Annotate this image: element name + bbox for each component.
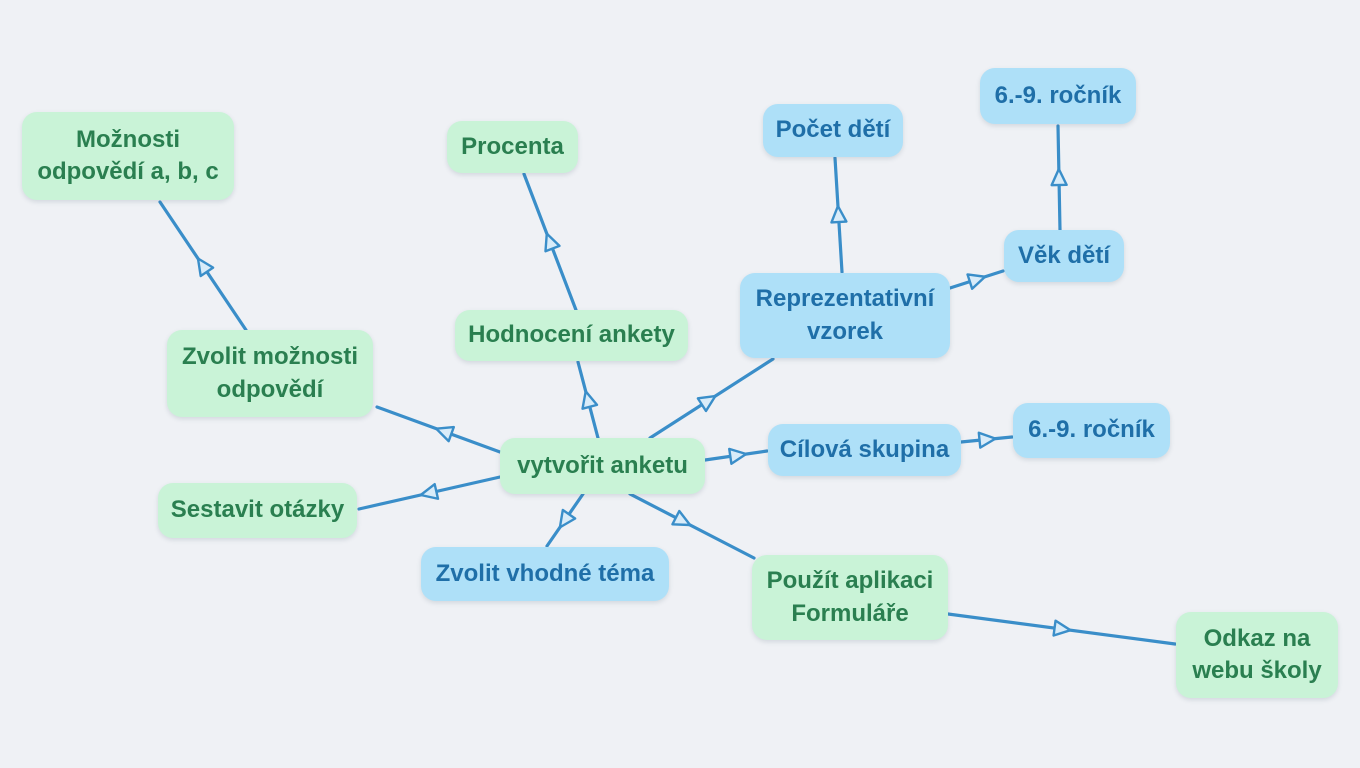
node-odkaz-web[interactable]: Odkaz na webu školy (1176, 612, 1338, 698)
node-label-line: Zvolit vhodné téma (435, 559, 655, 587)
node-zvolit-moznosti[interactable]: Zvolit možnosti odpovědí (167, 330, 373, 417)
node-label-line: Odkaz na (1203, 624, 1311, 652)
node-label-line: Použít aplikaci (766, 567, 934, 595)
node-pocet-deti[interactable]: Počet dětí (763, 104, 903, 157)
node-label-line: vzorek (806, 317, 884, 345)
node-label-line: Sestavit otázky (170, 496, 345, 524)
arrowhead-icon (196, 257, 215, 278)
node-label-line: Formuláře (791, 599, 909, 627)
node-hodnoceni[interactable]: Hodnocení ankety (455, 310, 688, 361)
node-label-line: Zvolit možnosti (182, 343, 358, 371)
arrowhead-icon (544, 232, 561, 253)
node-label-line: Hodnocení ankety (468, 321, 675, 349)
node-label-line: Procenta (461, 132, 564, 160)
arrowhead-icon (1052, 619, 1072, 637)
node-label-line: odpovědí a, b, c (37, 158, 219, 185)
arrowhead-icon (977, 431, 997, 449)
arrowhead-icon (728, 447, 748, 465)
arrowhead-icon (966, 273, 987, 290)
node-rocnik-top[interactable]: 6.-9. ročník (980, 68, 1136, 124)
node-label-line: Reprezentativní (755, 285, 935, 313)
arrowhead-icon (558, 508, 577, 529)
arrowhead-icon (671, 509, 692, 527)
node-label-line: 6.-9. ročník (994, 81, 1122, 109)
node-label-line: odpovědí (216, 375, 324, 403)
node-label-line: vytvořit anketu (517, 451, 688, 479)
arrowhead-icon (696, 394, 717, 413)
node-cilova-skupina[interactable]: Cílová skupina (768, 424, 961, 476)
node-label-line: Věk dětí (1017, 241, 1111, 269)
node-reprezentativni[interactable]: Reprezentativní vzorek (740, 273, 950, 358)
node-vek-deti[interactable]: Věk dětí (1004, 230, 1124, 282)
node-rocnik-right[interactable]: 6.-9. ročník (1013, 403, 1170, 458)
node-moznosti-abc[interactable]: Možnosti odpovědí a, b, c (22, 112, 234, 200)
node-label-line: 6.-9. ročník (1028, 416, 1155, 444)
node-label-line: Počet dětí (775, 116, 891, 144)
node-sestavit-otazky[interactable]: Sestavit otázky (158, 483, 357, 538)
arrowhead-icon (419, 482, 440, 500)
arrowhead-icon (1050, 167, 1068, 187)
edge-vytvorit-anketu--pouzit-aplikaci (628, 492, 756, 560)
node-procenta[interactable]: Procenta (447, 121, 578, 173)
node-vytvorit-anketu[interactable]: vytvořit anketu (500, 438, 705, 494)
arrowhead-icon (434, 425, 456, 443)
node-label-line: Cílová skupina (779, 435, 950, 463)
node-label-line: Možnosti (76, 125, 180, 153)
arrowhead-icon (581, 390, 599, 410)
node-label-line: webu školy (1192, 657, 1322, 684)
arrowhead-icon (830, 204, 848, 224)
node-zvolit-tema[interactable]: Zvolit vhodné téma (421, 547, 669, 601)
